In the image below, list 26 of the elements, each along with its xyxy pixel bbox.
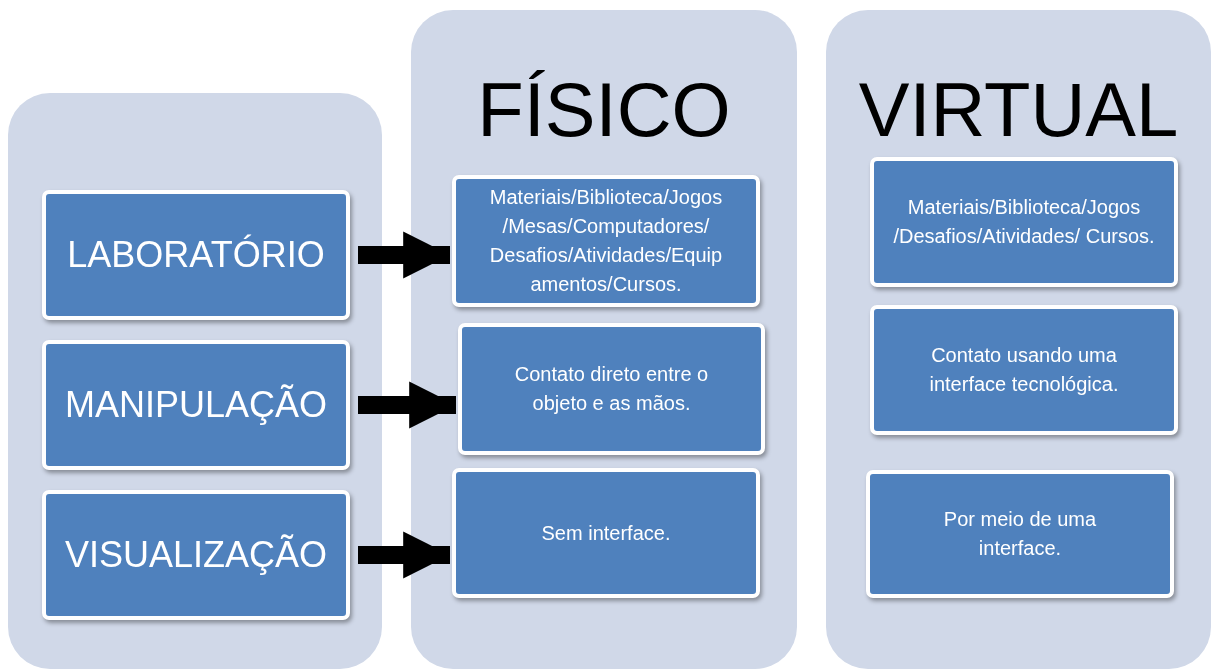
- process-box: [866, 470, 1174, 598]
- box-text: Contato direto entre o objeto e as mãos.: [513, 362, 710, 416]
- process-box: [870, 305, 1178, 435]
- column-title: VIRTUAL: [857, 72, 1180, 148]
- box-text: Contato usando uma interface tecnológica.: [928, 343, 1120, 397]
- block-arrow: [358, 531, 450, 579]
- box-text: MANIPULAÇÃO: [64, 383, 328, 427]
- process-box: [42, 340, 350, 470]
- process-box: [458, 323, 765, 455]
- column-panel: [826, 10, 1211, 669]
- process-box: [42, 490, 350, 620]
- process-box: [42, 190, 350, 320]
- box-text: Sem interface.: [541, 520, 671, 546]
- box-text: Materiais/Biblioteca/Jogos /Mesas/Computadores/ Desafios/Atividades/Equip amentos/Cursos.: [488, 185, 724, 297]
- box-text: Materiais/Biblioteca/Jogos /Desafios/Atividades/ Cursos.: [892, 195, 1156, 249]
- process-box: [452, 175, 760, 307]
- process-box: [452, 468, 760, 598]
- box-text: Por meio de uma interface.: [942, 507, 1098, 561]
- process-box: [870, 157, 1178, 287]
- box-text: LABORATÓRIO: [67, 233, 325, 277]
- box-text: VISUALIZAÇÃO: [64, 533, 328, 577]
- column-title: FÍSICO: [476, 72, 732, 148]
- column-panel: [411, 10, 797, 669]
- block-arrow: [358, 381, 456, 429]
- column-panel: [8, 93, 382, 669]
- block-arrow: [358, 231, 450, 279]
